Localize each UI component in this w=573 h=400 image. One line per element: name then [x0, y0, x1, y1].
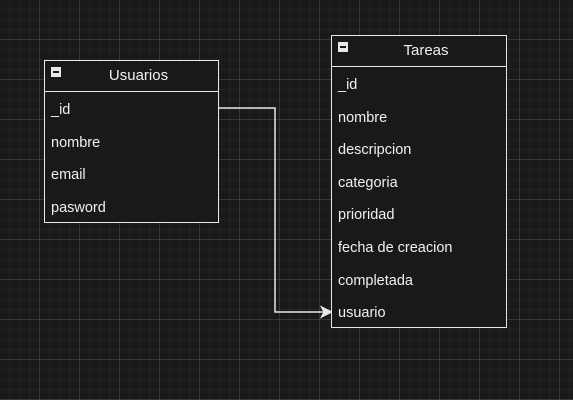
tareas-title: Tareas	[403, 42, 449, 59]
tareas-field-completada[interactable]: completada	[338, 272, 413, 289]
tareas-field-fecha-de-creacion[interactable]: fecha de creacion	[338, 239, 453, 256]
tareas-header[interactable]: Tareas	[332, 36, 506, 67]
usuarios-table[interactable]: Usuarios _id nombre email pasword	[44, 60, 219, 223]
usuarios-field-id[interactable]: _id	[51, 102, 71, 118]
tareas-field-usuario[interactable]: usuario	[338, 305, 386, 322]
collapse-icon[interactable]	[51, 67, 61, 77]
usuarios-field-email[interactable]: email	[51, 167, 86, 184]
tareas-field-prioridad[interactable]: prioridad	[338, 207, 395, 224]
tareas-table[interactable]: Tareas _id nombre descripcion categoria …	[331, 35, 507, 328]
usuarios-field-pasword[interactable]: pasword	[51, 199, 106, 216]
connector-arrowhead	[319, 305, 334, 319]
usuarios-header[interactable]: Usuarios	[45, 61, 218, 92]
usuarios-fields: _id nombre email pasword	[45, 92, 218, 224]
collapse-icon[interactable]	[338, 42, 348, 52]
connector-line	[219, 107, 326, 313]
tareas-field-nombre[interactable]: nombre	[338, 109, 388, 126]
tareas-fields: _id nombre descripcion categoria priorid…	[332, 67, 506, 330]
usuarios-field-nombre[interactable]: nombre	[51, 134, 101, 151]
tareas-field-id[interactable]: _id	[338, 77, 358, 93]
usuarios-title: Usuarios	[108, 67, 169, 84]
tareas-field-descripcion[interactable]: descripcion	[338, 142, 412, 159]
tareas-field-categoria[interactable]: categoria	[338, 174, 398, 191]
